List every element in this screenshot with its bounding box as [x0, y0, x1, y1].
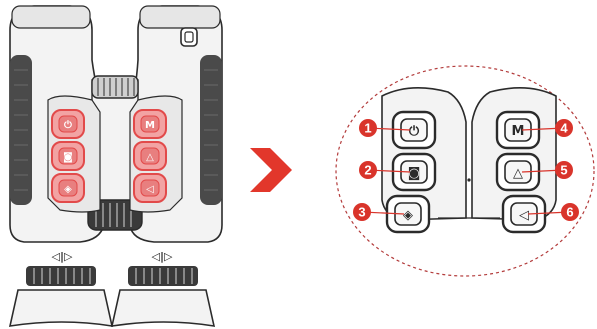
left-diopter-label: ◁|▷ — [52, 250, 73, 263]
camera-icon: ◙ — [408, 166, 421, 181]
callout-2: 2 — [359, 161, 377, 179]
menu-m-icon: M — [512, 124, 525, 139]
left-triangle-icon: ◁ — [519, 208, 529, 223]
callout-number: 3 — [358, 205, 365, 220]
device-button-3[interactable]: ◈ — [52, 174, 84, 202]
callout-number: 6 — [566, 205, 573, 220]
left-eyepiece — [10, 266, 112, 326]
callout-5: 5 — [555, 161, 573, 179]
button-detail-zoom: ⏻ 1 ◙ 2 ◈ 3 M 4 △ 5 ◁ 6 — [336, 66, 594, 276]
callout-6: 6 — [561, 203, 579, 221]
record-icon: ◈ — [403, 208, 413, 223]
device-button-1[interactable]: ⏻ — [52, 110, 84, 138]
status-led-icon — [467, 178, 470, 181]
callout-4: 4 — [555, 119, 573, 137]
right-cap — [140, 6, 220, 28]
up-triangle-icon: △ — [146, 152, 154, 163]
device-button-6[interactable]: ◁ — [134, 174, 166, 202]
callout-number: 2 — [364, 163, 371, 178]
device-button-2[interactable]: ◙ — [52, 142, 84, 170]
up-triangle-icon: △ — [513, 166, 523, 181]
record-icon: ◈ — [64, 184, 72, 195]
menu-m-icon: M — [145, 120, 155, 131]
device-button-4[interactable]: M — [134, 110, 166, 138]
left-triangle-icon: ◁ — [146, 184, 154, 195]
chevron-right-arrow-icon — [250, 148, 292, 192]
device-button-5[interactable]: △ — [134, 142, 166, 170]
callout-number: 4 — [560, 121, 568, 136]
right-diopter-label: ◁|▷ — [152, 250, 173, 263]
callout-number: 5 — [560, 163, 567, 178]
power-icon: ⏻ — [64, 119, 72, 131]
power-icon: ⏻ — [409, 124, 420, 139]
callout-1: 1 — [359, 119, 377, 137]
left-cap — [12, 6, 90, 28]
right-eyepiece — [112, 266, 214, 326]
focus-wheel-top[interactable] — [92, 76, 138, 98]
sensor-window-icon — [181, 28, 197, 46]
callout-number: 1 — [364, 121, 371, 136]
callout-3: 3 — [353, 203, 371, 221]
binocular-device: ⏻ ◙ ◈ M △ ◁ ◁|▷ ◁|▷ — [10, 6, 222, 326]
camera-icon: ◙ — [63, 152, 73, 163]
